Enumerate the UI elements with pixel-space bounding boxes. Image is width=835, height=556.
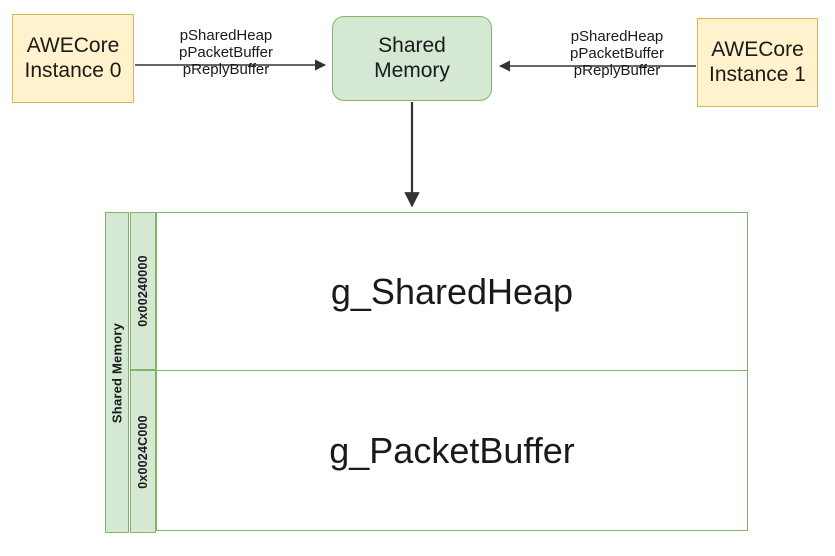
edge-label-left-line3: pReplyBuffer <box>182 61 270 78</box>
edge-label-instance1: pSharedHeap pPacketBuffer pReplyBuffer <box>556 28 678 79</box>
memory-region-cell-shared-heap[interactable]: g_SharedHeap <box>156 212 748 371</box>
instance1-line2: Instance 1 <box>709 62 806 86</box>
memory-address-label-0: 0x00240000 <box>136 255 150 327</box>
memory-map-table: Shared Memory 0x00240000 0x0024C000 g_Sh… <box>105 212 748 533</box>
memory-address-column-1: 0x0024C000 <box>130 370 156 533</box>
edge-label-left-line2: pPacketBuffer <box>166 44 286 61</box>
instance1-label: AWECore Instance 1 <box>709 38 806 88</box>
edge-label-instance0: pSharedHeap pPacketBuffer pReplyBuffer <box>166 27 286 78</box>
instance0-line2: Instance 0 <box>24 58 122 82</box>
node-awecore-instance-1[interactable]: AWECore Instance 1 <box>697 18 818 107</box>
node-shared-memory[interactable]: Shared Memory <box>332 16 492 101</box>
instance0-line1: AWECore <box>26 33 120 57</box>
memory-region-cell-packet-buffer[interactable]: g_PacketBuffer <box>156 370 748 531</box>
memory-region-name-1: g_PacketBuffer <box>329 429 575 471</box>
edge-label-left-line1: pSharedHeap <box>179 27 273 44</box>
edge-label-right-line3: pReplyBuffer <box>573 62 661 79</box>
instance0-label: AWECore Instance 0 <box>25 34 122 84</box>
memory-address-column-0: 0x00240000 <box>130 212 156 370</box>
shared-memory-line1: Shared <box>378 33 446 57</box>
memory-map-group-column: Shared Memory <box>105 212 129 533</box>
shared-memory-line2: Memory <box>374 58 450 82</box>
memory-address-label-1: 0x0024C000 <box>136 414 150 489</box>
memory-map-group-label: Shared Memory <box>109 322 125 423</box>
shared-memory-label: Shared Memory <box>374 34 450 84</box>
memory-region-name-0: g_SharedHeap <box>330 270 574 312</box>
node-awecore-instance-0[interactable]: AWECore Instance 0 <box>12 14 134 103</box>
instance1-line1: AWECore <box>711 37 804 61</box>
edge-label-right-line1: pSharedHeap <box>570 28 664 45</box>
edge-label-right-line2: pPacketBuffer <box>556 45 678 62</box>
